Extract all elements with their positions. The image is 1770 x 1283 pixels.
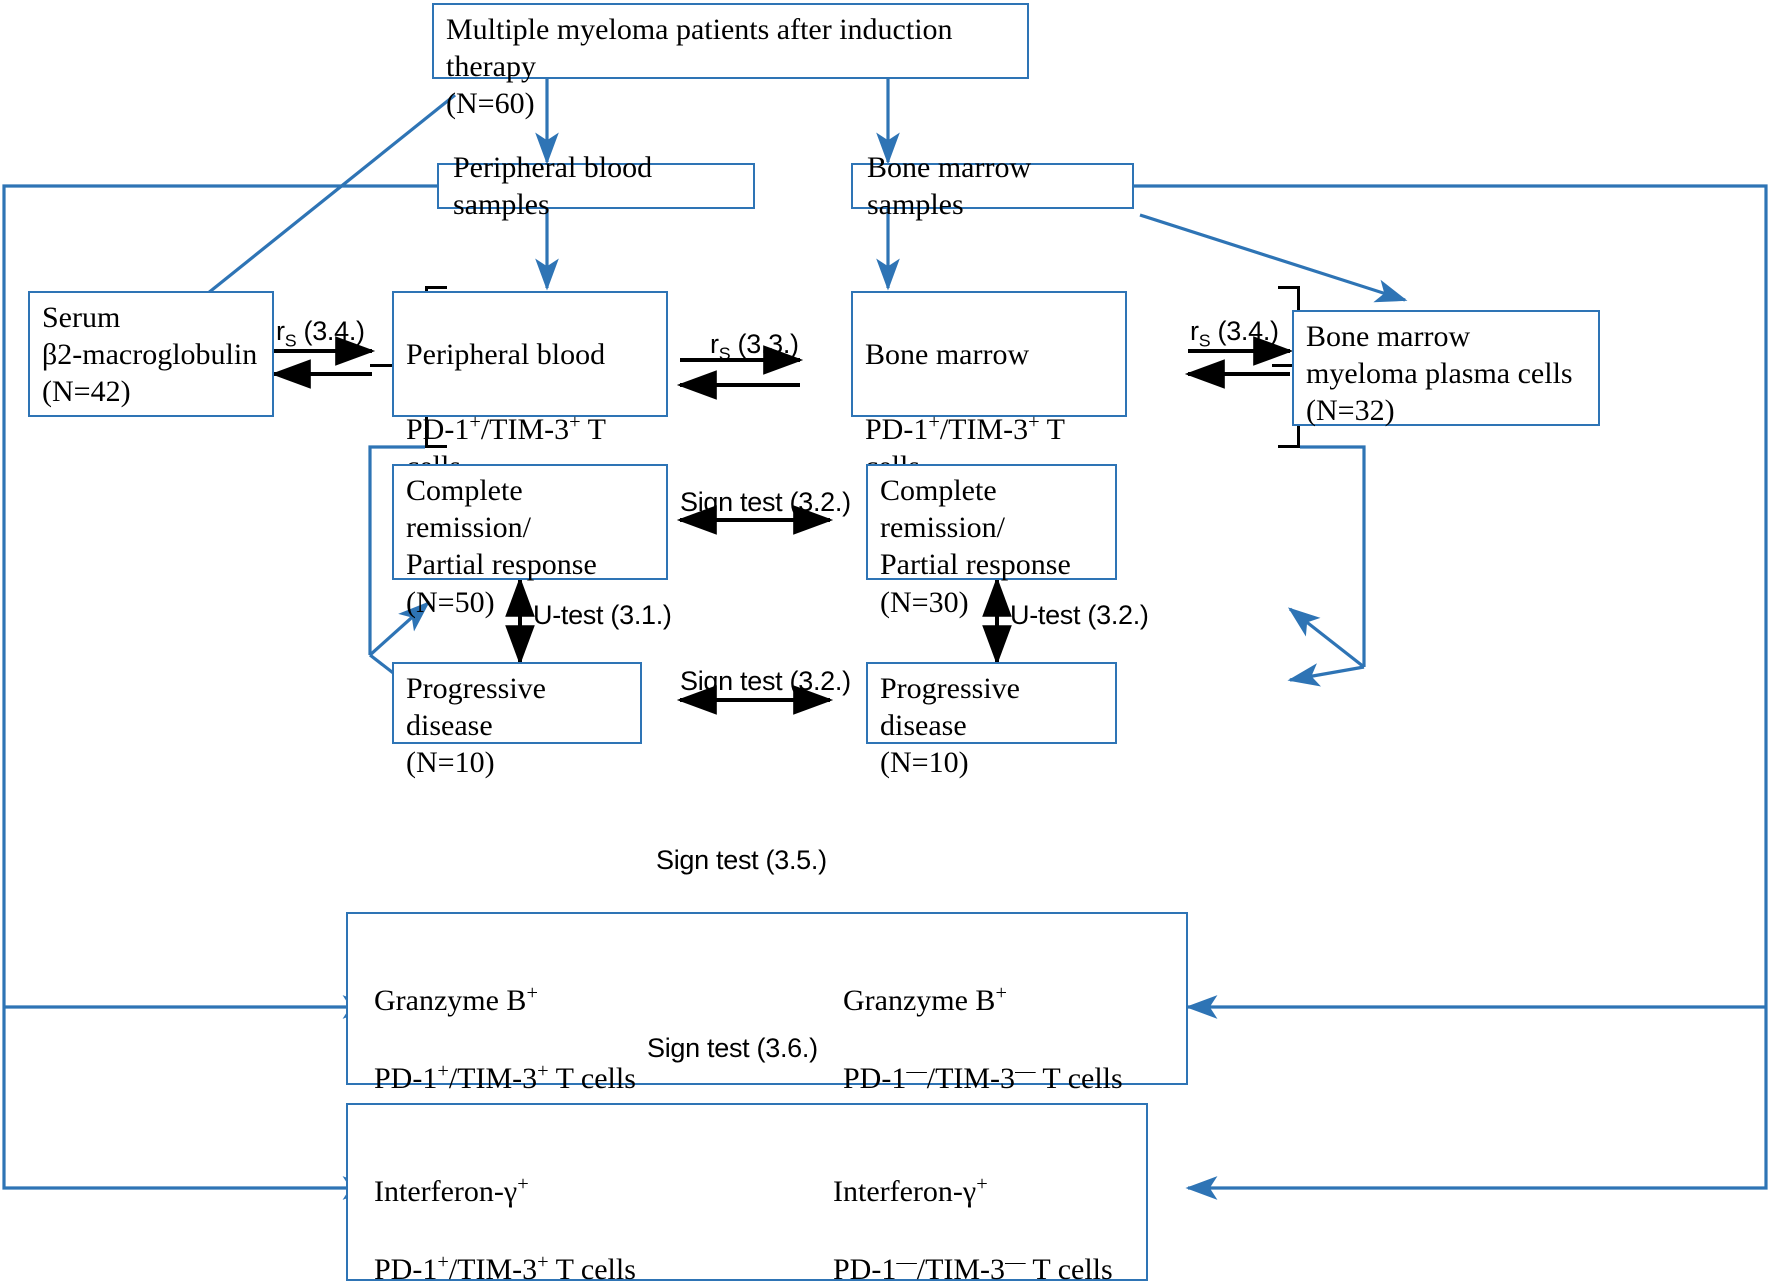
box-peripheral-blood-tcells[interactable]: Peripheral blood PD-1+/TIM-3+ T cells (N… (392, 291, 668, 557)
box-cr-pr-left[interactable]: Complete remission/ Partial response (N=… (392, 464, 668, 619)
interferon-right-line2: PD-1—/TIM-3— T cells (833, 1251, 1113, 1283)
box-progressive-disease-right-label: Progressive disease (N=10) (880, 672, 1020, 780)
box-cr-pr-right-label: Complete remission/ Partial response (N=… (880, 474, 1071, 619)
edge-bm-branch-trunk (1300, 445, 1366, 667)
interferon-right-group: Interferon-γ+ PD-1—/TIM-3— T cells (N=10… (833, 1133, 1113, 1283)
box-progressive-disease-right[interactable]: Progressive disease (N=10) (866, 662, 1117, 779)
panel-granzyme-b[interactable]: Granzyme B+ PD-1+/TIM-3+ T cells (N=26) … (346, 912, 1188, 1173)
box-progressive-disease-left-label: Progressive disease (N=10) (406, 672, 546, 780)
label-u-test-31: U-test (3.1.) (533, 600, 672, 630)
granzyme-right-line2: PD-1—/TIM-3— T cells (843, 1060, 1123, 1095)
box-cr-pr-right[interactable]: Complete remission/ Partial response (N=… (866, 464, 1117, 619)
box-bone-marrow-samples[interactable]: Bone marrow samples (851, 151, 1134, 221)
granzyme-left-line1: Granzyme B+ (374, 982, 538, 1017)
interferon-left-group: Interferon-γ+ PD-1+/TIM-3+ T cells (N=10… (374, 1133, 636, 1283)
pb-tcells-line1: Peripheral blood (406, 338, 606, 372)
box-serum-b2-macroglobulin-label: Serum β2-macroglobulin (N=42) (42, 301, 258, 409)
edge-right-to-interferon (1185, 1007, 1768, 1200)
edge-bms-to-plasma (1139, 213, 1408, 303)
edge-bm-to-crpr (1287, 607, 1365, 669)
box-bone-marrow-plasma-cells-label: Bone marrow myeloma plasma cells (N=32) (1306, 320, 1573, 428)
box-bone-marrow-plasma-cells[interactable]: Bone marrow myeloma plasma cells (N=32) (1292, 310, 1600, 427)
box-serum-b2-macroglobulin[interactable]: Serum β2-macroglobulin (N=42) (28, 291, 274, 417)
box-bone-marrow-tcells[interactable]: Bone marrow PD-1+/TIM-3+ T cells (N=40) (851, 291, 1127, 557)
interferon-right-line1: Interferon-γ+ (833, 1173, 988, 1208)
box-multiple-myeloma-patients-label: Multiple myeloma patients after inductio… (446, 13, 953, 121)
box-multiple-myeloma-patients[interactable]: Multiple myeloma patients after inductio… (432, 3, 1029, 120)
box-cr-pr-left-label: Complete remission/ Partial response (N=… (406, 474, 597, 619)
label-sign-test-35: Sign test (3.5.) (656, 845, 827, 875)
edge-bm-to-pd (1287, 663, 1365, 687)
granzyme-right-line1: Granzyme B+ (843, 982, 1007, 1017)
interferon-left-line2: PD-1+/TIM-3+ T cells (374, 1251, 636, 1283)
bm-tcells-line2: PD-1+/TIM-3+ T cells (865, 410, 1065, 482)
edge-title-to-serum (170, 93, 457, 324)
box-progressive-disease-left[interactable]: Progressive disease (N=10) (392, 662, 642, 779)
label-rs-34-right: rS (3.4.) (1190, 316, 1279, 351)
panel-interferon-gamma[interactable]: Interferon-γ+ PD-1+/TIM-3+ T cells (N=10… (346, 1103, 1148, 1283)
granzyme-left-line2: PD-1+/TIM-3+ T cells (374, 1060, 636, 1095)
box-peripheral-blood-samples-label: Peripheral blood samples (453, 150, 653, 221)
edge-left-to-interferon (2, 1007, 375, 1200)
box-bone-marrow-samples-label: Bone marrow samples (867, 150, 1032, 221)
bm-tcells-line1: Bone marrow (865, 338, 1030, 372)
label-sign-test-32-bottom: Sign test (3.2.) (680, 666, 851, 696)
label-sign-test-32-top: Sign test (3.2.) (680, 487, 851, 517)
label-sign-test-36: Sign test (3.6.) (647, 1033, 818, 1063)
label-rs-33: rS (3.3.) (710, 329, 799, 364)
box-peripheral-blood-samples[interactable]: Peripheral blood samples (437, 151, 755, 221)
interferon-left-line1: Interferon-γ+ (374, 1173, 529, 1208)
label-u-test-32: U-test (3.2.) (1010, 600, 1149, 630)
label-rs-34-left: rS (3.4.) (276, 316, 365, 351)
